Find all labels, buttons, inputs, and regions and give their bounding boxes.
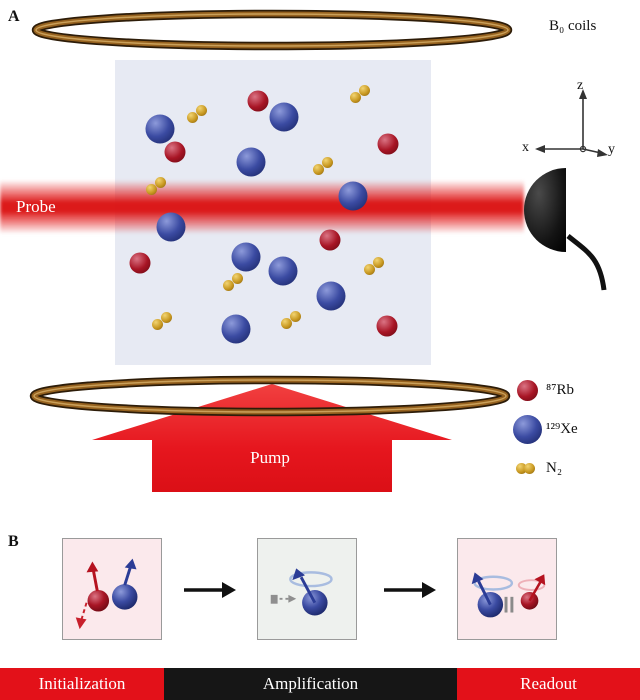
readout-spins [471,572,546,618]
initialization-spins [75,558,138,630]
legend: ⁸⁷Rb ¹²⁹Xe N₂ [508,376,578,482]
stage-amplification-diagram [257,538,357,640]
rb-precession-orbit [517,579,546,591]
xe-sphere-icon [508,414,546,444]
tilted-red-spin-arrow [528,581,542,602]
tilted-blue-spin-arrow [477,580,492,606]
stage-segment-readout: Readout [457,668,640,700]
b0-coil-top [31,9,513,51]
probe-beam [0,180,524,234]
blue-spin-arrowhead [124,558,137,570]
pump-arrow [92,384,452,492]
red-spin-arrowhead [534,574,546,586]
flow-arrow-1 [184,582,236,598]
blue-spin-arrowhead [471,572,484,585]
red-spin-up-arrow [91,570,99,592]
red-spin-arrowhead [86,561,99,573]
stage-segment-amplification: Amplification [164,668,457,700]
xe-spin-sphere [477,591,504,618]
detector-wire [566,234,607,291]
photodetector [524,168,607,291]
legend-label-rb: ⁸⁷Rb [546,381,574,398]
blue-spin-up-arrow [123,566,133,586]
rb-sphere-icon [508,379,546,401]
pump-label: Pump [250,448,290,467]
legend-label-n2: N₂ [546,459,563,476]
drive-arrowhead [288,594,297,603]
stage-readout-diagram [457,538,557,640]
panel-b-label: B [8,533,19,550]
stage-label-amplification: Amplification [262,674,359,693]
n2-molecule-icon [508,462,546,474]
x-axis-label: x [522,140,529,155]
tilted-blue-spin-arrow [299,576,317,604]
x-axis-arrowhead [535,145,545,153]
detector-dome [524,168,566,252]
stage-initialization-diagram [62,538,162,640]
xe-spin-sphere [112,584,138,610]
probe-label: Probe [16,197,56,216]
xe-spin-sphere [302,589,328,616]
legend-item-xe: ¹²⁹Xe [508,414,578,444]
rb-spin-sphere [520,591,539,610]
drive-pulse-icon [270,594,278,604]
legend-item-n2: N₂ [508,454,578,482]
stage-label-initialization: Initialization [38,674,126,693]
dashed-red-arrowhead [75,617,87,630]
stage-label-readout: Readout [520,674,577,693]
blue-spin-arrowhead [292,568,306,581]
coordinate-axes [535,89,608,157]
panel-a-label: A [8,8,20,25]
z-axis-label: z [577,78,584,93]
y-axis-label: y [608,142,615,157]
amplification-spins [270,568,333,616]
rb-spin-sphere [87,589,110,612]
y-axis-arrowhead [597,149,608,157]
legend-label-xe: ¹²⁹Xe [546,420,578,437]
precession-orbit [289,571,333,588]
b0-coil-bottom [29,375,511,417]
z-axis-arrowhead [579,89,587,99]
xe-precession-orbit [473,575,514,591]
stage-segment-initialization: Initialization [0,668,164,700]
axes-origin-dot [579,145,587,153]
stage-bar: Initialization Amplification Readout [0,668,640,700]
flow-arrow-2 [384,582,436,598]
legend-item-rb: ⁸⁷Rb [508,376,578,404]
b0-coils-label: B₀ coils [549,18,597,34]
